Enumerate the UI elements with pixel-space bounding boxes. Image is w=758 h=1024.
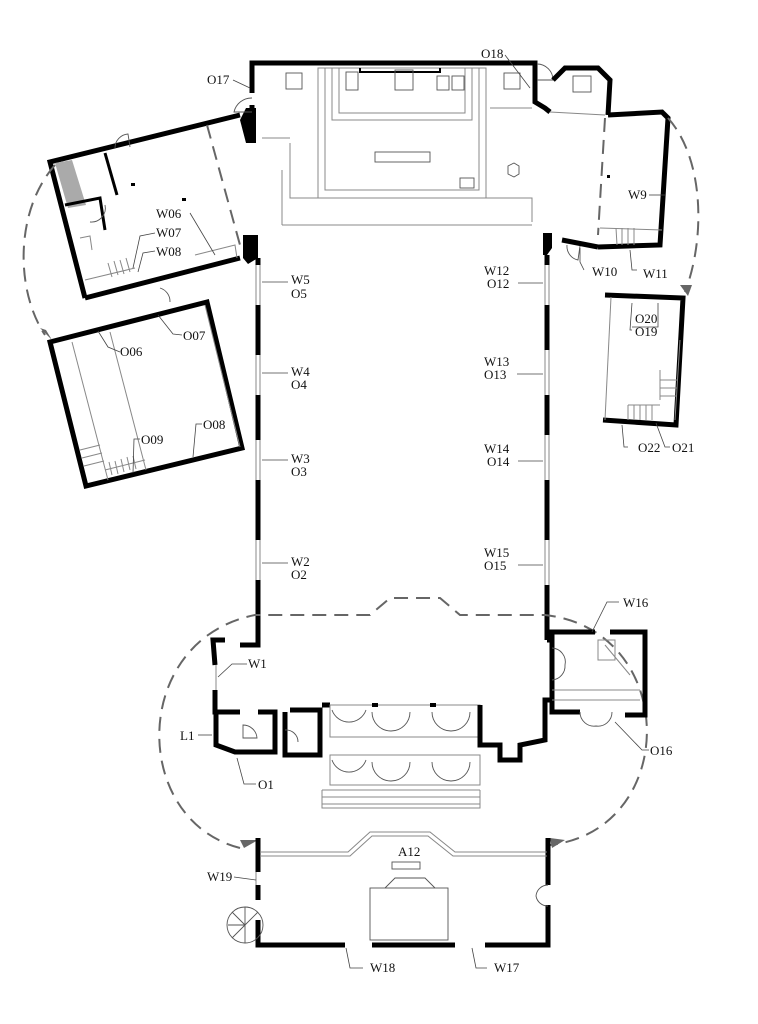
- labels: O17 O18 W06 W07 W08 W9 W10 W11 O06 O07 O…: [120, 46, 694, 975]
- label-w9: W9: [628, 187, 647, 202]
- label-w17: W17: [494, 960, 520, 975]
- label-w06: W06: [156, 206, 182, 221]
- label-o13: O13: [484, 367, 506, 382]
- left-lower-annex: [46, 298, 246, 490]
- label-o4: O4: [291, 377, 307, 392]
- label-o2: O2: [291, 567, 307, 582]
- label-w08: W08: [156, 244, 181, 259]
- label-o16: O16: [650, 743, 673, 758]
- label-o12: O12: [487, 276, 509, 291]
- label-w16: W16: [623, 595, 649, 610]
- right-lower-annex: [602, 292, 686, 428]
- label-o14: O14: [487, 454, 510, 469]
- label-w1: W1: [248, 656, 267, 671]
- nave: [255, 233, 552, 640]
- apse-block: [233, 60, 613, 226]
- label-o1: O1: [258, 777, 274, 792]
- label-w19: W19: [207, 869, 232, 884]
- dashed-connectors: [22, 117, 700, 849]
- label-o18: O18: [481, 46, 503, 61]
- label-o3: O3: [291, 464, 307, 479]
- label-o20: O20: [635, 311, 657, 326]
- label-w3: W3: [291, 451, 310, 466]
- label-w12: W12: [484, 263, 509, 278]
- label-o5: O5: [291, 286, 307, 301]
- label-o21: O21: [672, 440, 694, 455]
- label-w18: W18: [370, 960, 395, 975]
- label-o17: O17: [207, 72, 230, 87]
- label-o15: O15: [484, 558, 506, 573]
- bottom-chapel: [226, 831, 551, 948]
- label-o07: O07: [183, 328, 206, 343]
- label-o08: O08: [203, 417, 225, 432]
- label-w07: W07: [156, 225, 182, 240]
- label-w14: W14: [484, 441, 510, 456]
- label-o06: O06: [120, 344, 143, 359]
- label-o09: O09: [141, 432, 163, 447]
- label-o22: O22: [638, 440, 660, 455]
- narthex: [210, 629, 648, 809]
- label-w13: W13: [484, 354, 509, 369]
- leader-lines: [97, 54, 670, 969]
- label-w11: W11: [643, 266, 668, 281]
- label-w15: W15: [484, 545, 509, 560]
- label-l1: L1: [180, 728, 194, 743]
- label-w5: W5: [291, 272, 310, 287]
- label-o19: O19: [635, 324, 657, 339]
- label-w2: W2: [291, 554, 310, 569]
- label-w4: W4: [291, 364, 310, 379]
- right-upper-annex: [561, 109, 671, 261]
- left-upper-annex: [46, 112, 258, 303]
- label-w10: W10: [592, 264, 617, 279]
- label-a12: A12: [398, 844, 420, 859]
